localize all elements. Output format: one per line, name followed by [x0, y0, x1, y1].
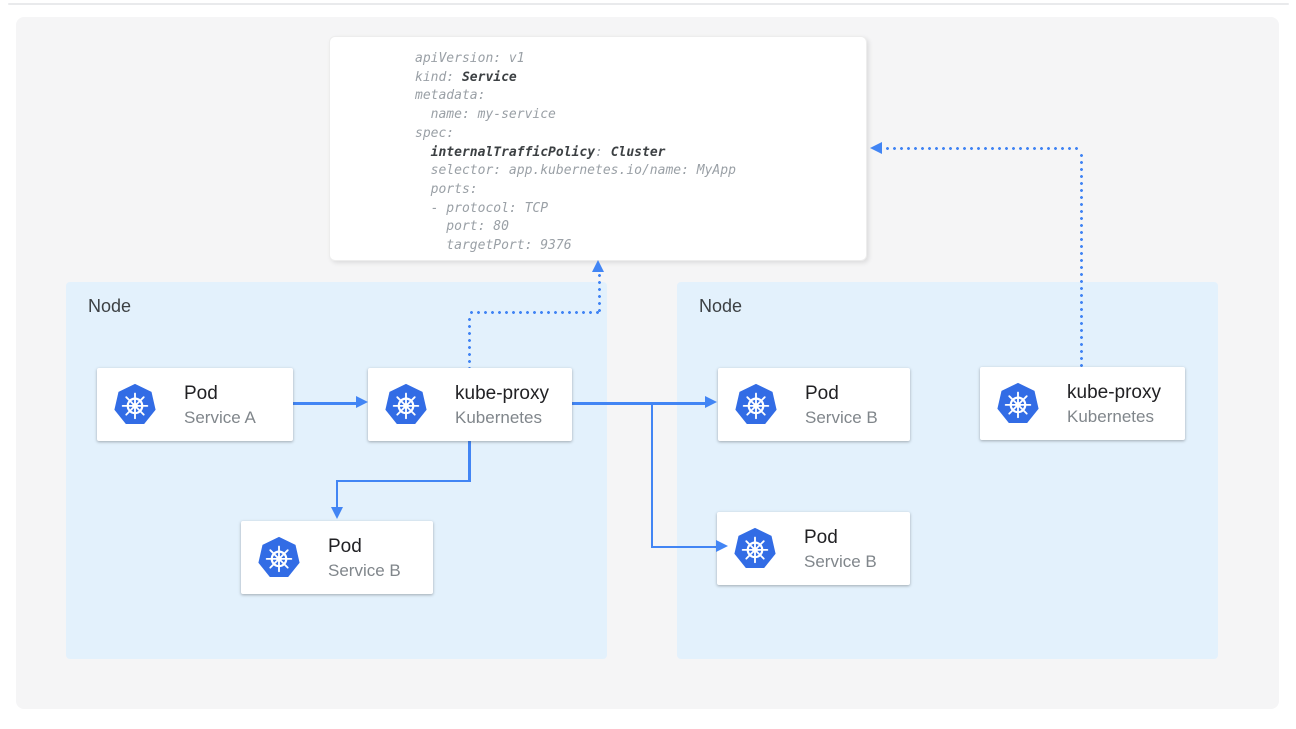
yaml-code-line: - protocol: TCP [415, 200, 549, 216]
arrowhead-up-to-yaml-icon [591, 260, 604, 272]
card-title: Pod [805, 382, 839, 404]
card-subtitle: Service B [328, 560, 401, 580]
kubernetes-icon [734, 383, 778, 427]
card-subtitle: Service A [184, 407, 256, 427]
card-title: Pod [804, 526, 838, 548]
pod-card-service-b-node1: Pod Service B [241, 521, 433, 594]
node-box-2: Node [677, 282, 1218, 659]
line-kubeproxy1-left [335, 479, 471, 483]
yaml-code-line: apiVersion: v1 [415, 51, 525, 66]
service-yaml-card: apiVersion: v1 kind: Service metadata: nam… [329, 36, 867, 261]
card-title: Pod [184, 382, 218, 404]
yaml-code: apiVersion: v1 kind: Service metadata: nam… [330, 37, 866, 256]
yaml-code-line: selector: app.kubernetes.io/name: MyApp [415, 163, 736, 179]
yaml-code-line: spec: [415, 125, 455, 141]
dotted-line-kubeproxy1-up [467, 316, 471, 368]
kubernetes-icon [996, 382, 1040, 426]
yaml-code-line: name: my-service [415, 107, 556, 123]
line-kubeproxy1-down [468, 441, 471, 481]
pod-card-service-b-node2-top: Pod Service B [718, 368, 910, 441]
card-subtitle: Kubernetes [455, 407, 542, 427]
arrowhead-into-kubeproxy1-icon [356, 396, 368, 408]
card-text: kube-proxy Kubernetes [1067, 381, 1161, 427]
pod-card-service-b-node2-bottom: Pod Service B [717, 512, 910, 585]
dotted-line-kubeproxy1-to-yaml [597, 272, 601, 313]
card-subtitle: Service B [805, 407, 878, 427]
top-divider [8, 3, 1289, 5]
card-text: Pod Service B [804, 526, 877, 572]
pod-card-service-a: Pod Service A [97, 368, 293, 441]
kubernetes-icon [113, 383, 157, 427]
dotted-line-kubeproxy1-across [467, 310, 601, 314]
arrowhead-left-to-yaml-icon [870, 141, 882, 154]
line-branch-to-podb-node2-bottom [650, 545, 717, 549]
yaml-code-line: metadata: [415, 88, 486, 104]
line-poda-to-kubeproxy1 [293, 402, 357, 405]
node-label: Node [88, 296, 132, 316]
card-title: kube-proxy [1067, 381, 1161, 403]
yaml-code-line: ports: [415, 181, 478, 197]
card-title: Pod [328, 535, 362, 557]
kubernetes-icon [384, 383, 428, 427]
card-text: Pod Service B [328, 535, 401, 581]
arrowhead-down-into-podb-node1-icon [330, 507, 343, 519]
kubernetes-icon [733, 527, 777, 571]
line-down-to-podb-node1 [335, 479, 339, 509]
card-subtitle: Kubernetes [1067, 406, 1154, 426]
line-branch-down [650, 402, 654, 548]
card-text: kube-proxy Kubernetes [455, 382, 549, 428]
dotted-line-kubeproxy2-across [884, 146, 1082, 150]
card-text: Pod Service B [805, 382, 878, 428]
kube-proxy-card-node2: kube-proxy Kubernetes [980, 367, 1185, 440]
dotted-line-kubeproxy2-up [1079, 152, 1083, 367]
card-title: kube-proxy [455, 382, 549, 404]
card-subtitle: Service B [804, 551, 877, 571]
yaml-code-line: targetPort: 9376 [415, 238, 572, 254]
arrowhead-into-podb-node2-bottom-icon [716, 540, 728, 552]
yaml-code-line: port: 80 [415, 219, 509, 235]
card-text: Pod Service A [184, 382, 256, 428]
kubernetes-icon [257, 536, 301, 580]
node-box-1: Node [66, 282, 607, 659]
yaml-code-line: internalTrafficPolicy: Cluster [430, 144, 666, 160]
yaml-code-line: kind: Service [415, 69, 517, 85]
line-kubeproxy1-to-podb-node2-top [571, 402, 706, 405]
kube-proxy-card-node1: kube-proxy Kubernetes [368, 368, 572, 441]
arrowhead-into-podb-node2-top-icon [705, 396, 717, 408]
node-label: Node [699, 296, 743, 316]
